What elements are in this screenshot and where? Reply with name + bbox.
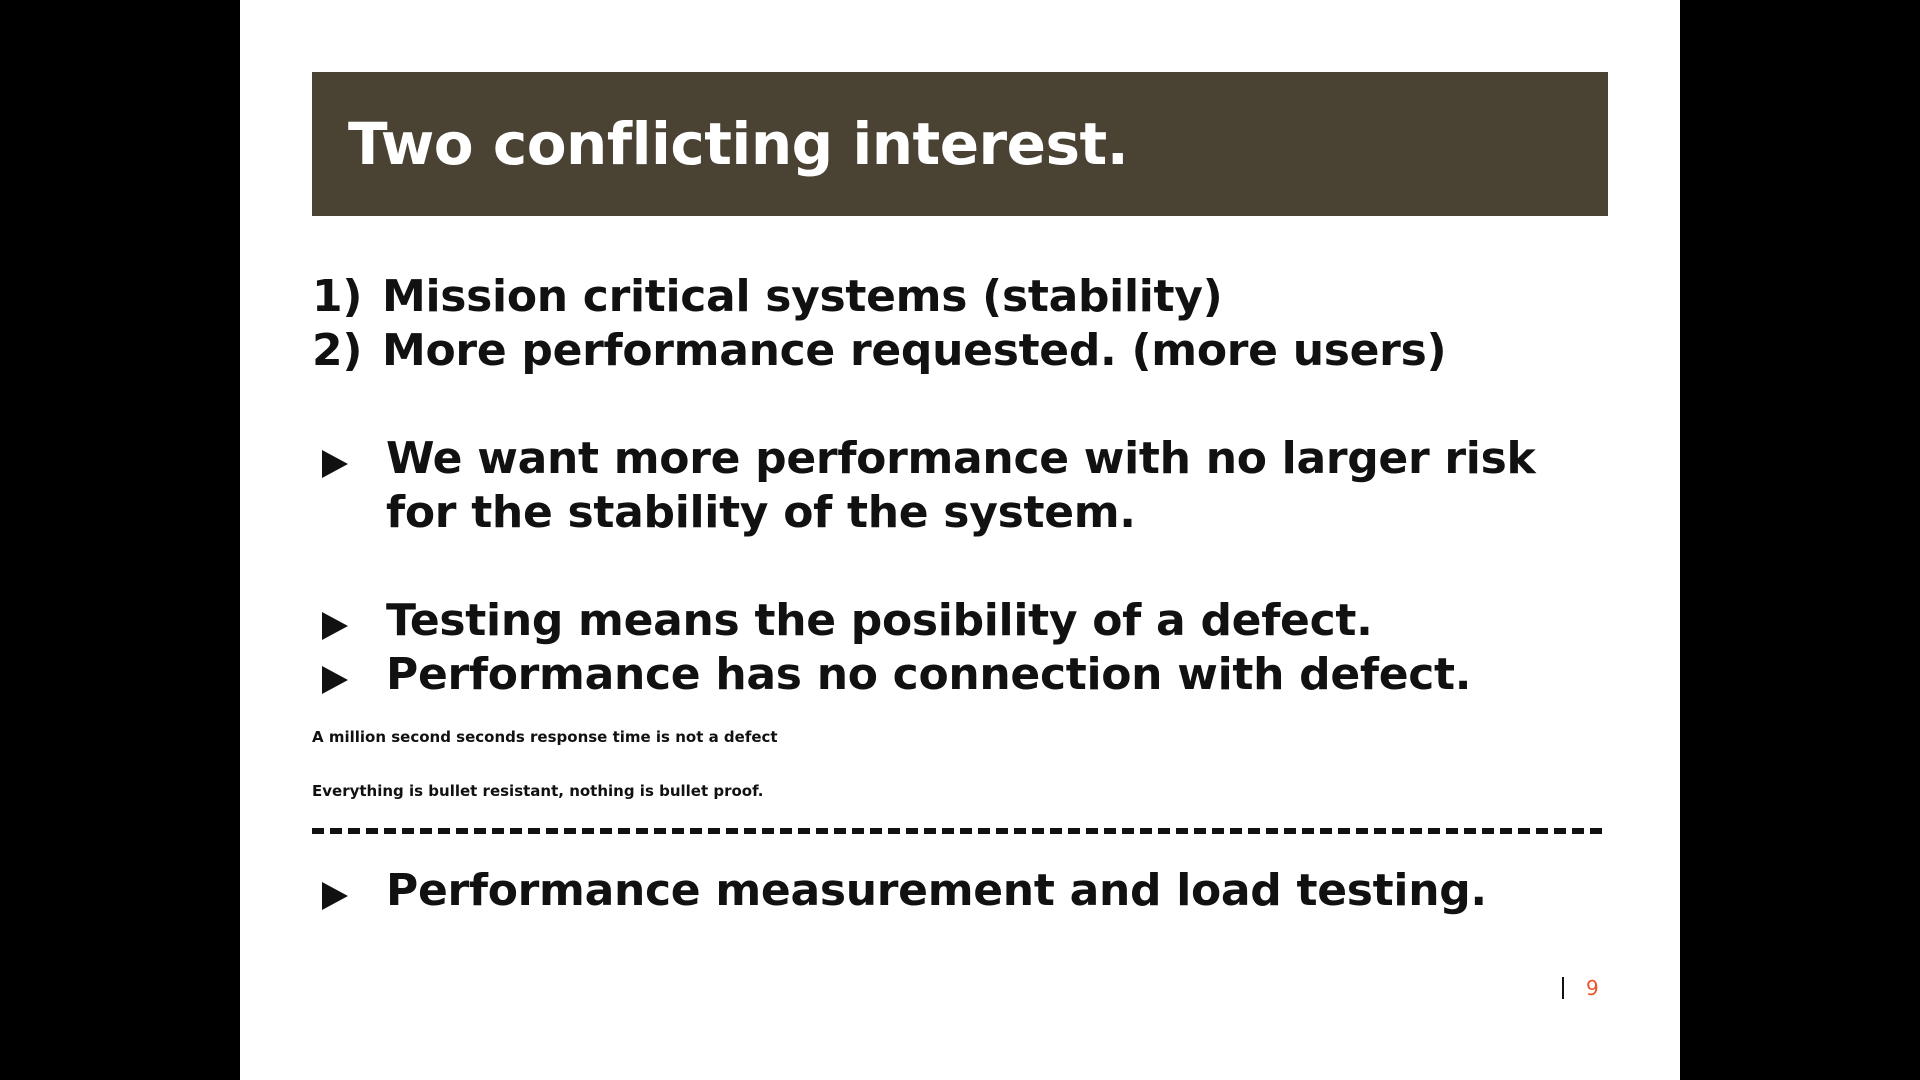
slide-title: Two conflicting interest. <box>348 110 1129 178</box>
bullet-item: Testing means the posibility of a defect… <box>312 594 1608 648</box>
bullet-item: Performance measurement and load testing… <box>312 864 1608 918</box>
triangle-right-icon <box>322 666 348 694</box>
item-number: 2) <box>312 325 363 376</box>
bullet-text: We want more performance with no larger … <box>386 433 1536 538</box>
numbered-item: 1) Mission critical systems (stability) <box>312 270 1446 324</box>
item-text: Mission critical systems (stability) <box>382 271 1223 322</box>
triangle-right-icon <box>322 612 348 640</box>
title-bar: Two conflicting interest. <box>312 72 1608 216</box>
page-number-area: 9 <box>1562 974 1599 1002</box>
note-text: A million second seconds response time i… <box>312 728 778 746</box>
item-number: 1) <box>312 271 363 322</box>
numbered-list: 1) Mission critical systems (stability) 2… <box>312 270 1447 378</box>
bullet-text: Performance measurement and load testing… <box>386 865 1487 916</box>
triangle-right-icon <box>322 882 348 910</box>
slide: Two conflicting interest. 1) Mission crit… <box>240 0 1680 1080</box>
page-number: 9 <box>1586 976 1599 1000</box>
triangle-right-icon <box>322 450 348 478</box>
bullet-text: Testing means the posibility of a defect… <box>386 595 1373 646</box>
numbered-item: 2) More performance requested. (more user… <box>312 324 1447 378</box>
dashed-divider <box>312 828 1602 834</box>
item-text: More performance requested. (more users) <box>382 325 1447 376</box>
bullet-item: Performance has no connection with defec… <box>312 648 1608 702</box>
bullet-text: Performance has no connection with defec… <box>386 649 1472 700</box>
note-text: Everything is bullet resistant, nothing … <box>312 782 764 800</box>
page-separator <box>1562 977 1564 999</box>
bullet-item: We want more performance with no larger … <box>312 432 1608 540</box>
